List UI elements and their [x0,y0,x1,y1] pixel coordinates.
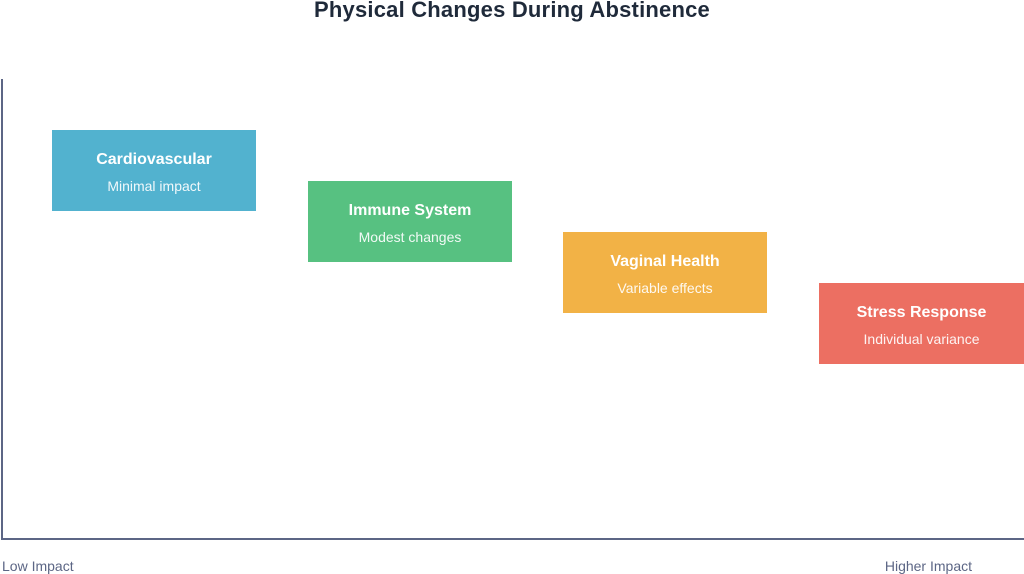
category-box-stress-response: Stress Response Individual variance [819,283,1024,364]
axis-high-label: Higher Impact [884,558,972,574]
box-title: Vaginal Health [610,253,720,270]
category-box-cardiovascular: Cardiovascular Minimal impact [52,130,256,211]
y-axis-line [1,79,3,540]
box-subtitle: Individual variance [863,331,980,347]
axis-low-label: Low Impact [2,558,74,574]
category-box-vaginal-health: Vaginal Health Variable effects [563,232,767,313]
box-subtitle: Modest changes [358,229,462,245]
diagram-title: Physical Changes During Abstinence [314,0,710,22]
box-title: Immune System [348,202,472,219]
box-title: Cardiovascular [96,151,212,168]
box-subtitle: Minimal impact [107,178,201,194]
x-axis-line [1,538,1024,540]
box-subtitle: Variable effects [617,280,713,296]
box-title: Stress Response [856,304,987,321]
category-box-immune-system: Immune System Modest changes [308,181,512,262]
